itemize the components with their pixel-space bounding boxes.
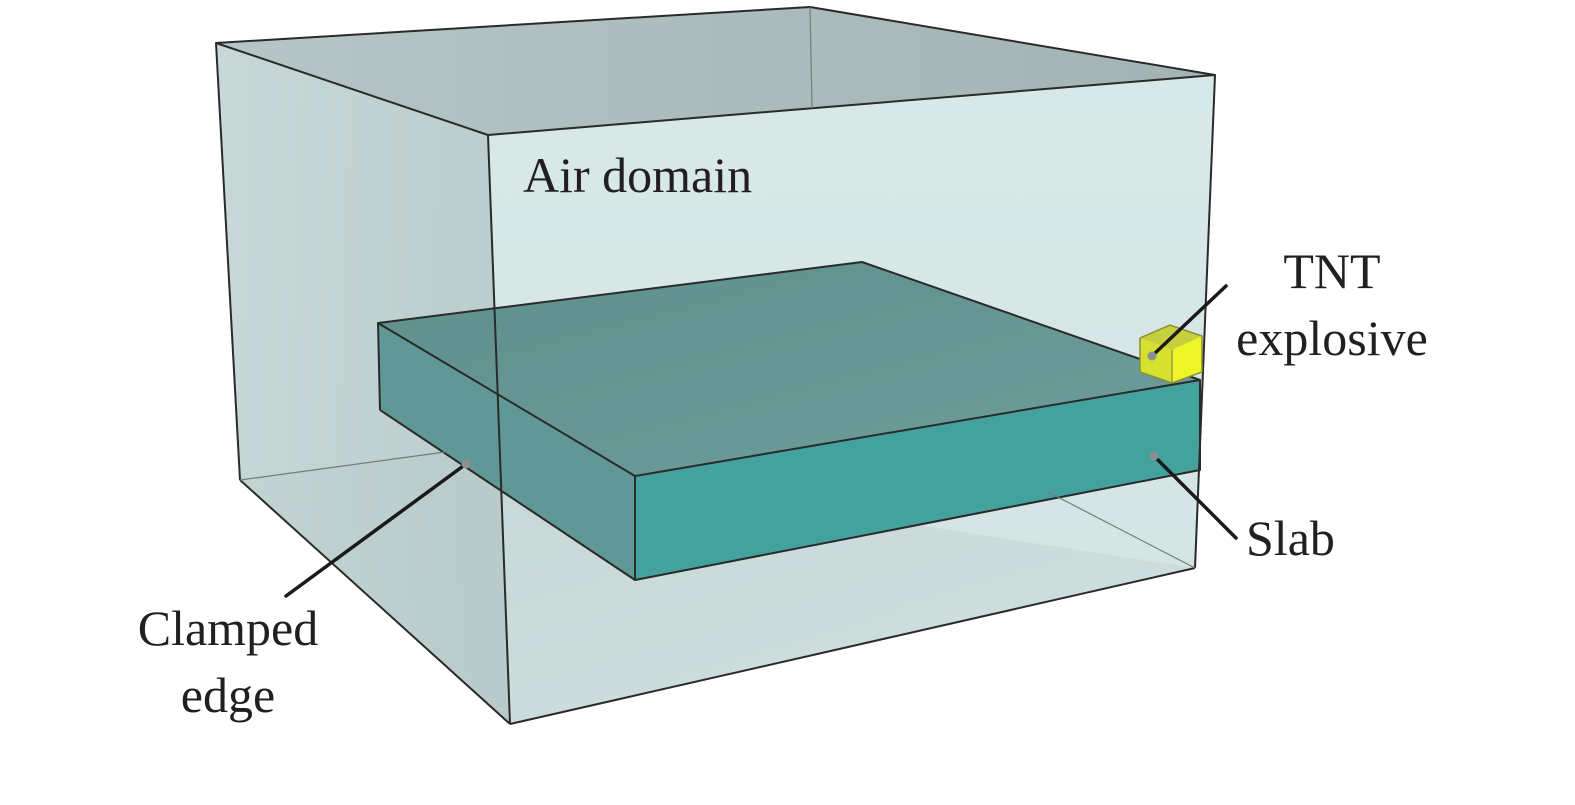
air-hidden-back-edge	[809, 6, 813, 109]
air-bottom-front-edge	[509, 567, 1196, 725]
air-hidden-floor-edge	[239, 451, 446, 481]
air-front-left-edge	[487, 134, 511, 725]
slab-front-face	[635, 380, 1200, 580]
tnt-side-face	[1172, 336, 1202, 383]
air-back-left-edge	[215, 42, 241, 481]
tnt-leader-dot	[1147, 351, 1157, 361]
slab-label: Slab	[1246, 510, 1335, 566]
slab-top-face	[378, 262, 1200, 476]
clamped-edge-leader-line	[284, 462, 468, 598]
slab-left-top-edge	[377, 322, 636, 477]
air-hidden-floor-right-edge	[1047, 491, 1196, 569]
clamped-edge-leader-dot	[461, 459, 471, 469]
air-left-face	[216, 43, 510, 724]
air-domain-label: Air domain	[523, 147, 752, 203]
leader-lines	[284, 284, 1238, 598]
slab-left-bottom-edge	[379, 409, 636, 581]
air-domain-edges	[215, 6, 1216, 725]
air-bottom-left-edge	[239, 479, 511, 725]
slab	[377, 261, 1201, 581]
clamped-edge-label-line1: Clamped	[138, 600, 319, 656]
tnt-leader-line	[1150, 284, 1228, 358]
tnt-front-face	[1140, 338, 1172, 383]
tnt-label-line1: TNT	[1283, 243, 1380, 299]
tnt-label-line2: explosive	[1236, 310, 1428, 366]
air-top-face	[216, 7, 1215, 135]
clamped-edge-label-line2: edge	[181, 667, 275, 723]
air-right-edge	[1194, 74, 1216, 569]
slab-leader-dot	[1149, 451, 1159, 461]
slab-left-side	[378, 323, 635, 580]
tnt-explosive-cube	[1139, 324, 1203, 384]
slab-leader-line	[1152, 454, 1238, 540]
